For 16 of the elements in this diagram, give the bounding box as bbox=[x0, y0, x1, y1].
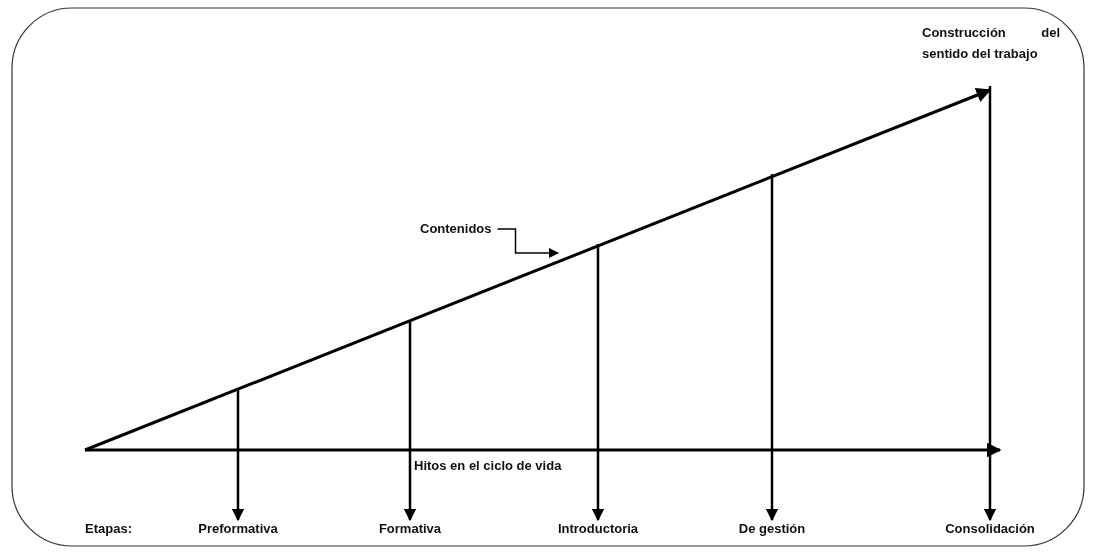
stage-label: Consolidación bbox=[945, 521, 1035, 537]
stage-label: Introductoria bbox=[557, 521, 639, 537]
leader-arrow bbox=[496, 228, 560, 259]
line-label: Contenidos bbox=[420, 221, 492, 237]
arrow bbox=[84, 88, 992, 452]
arrow bbox=[403, 320, 417, 522]
arrow-end-label: Construcción del sentido del trabajo bbox=[922, 22, 1060, 90]
arrow bbox=[983, 86, 997, 522]
stage-label: De gestión bbox=[738, 521, 806, 537]
row-label: Etapas: bbox=[85, 521, 132, 537]
arrow bbox=[765, 174, 779, 522]
stage-label: Preformativa bbox=[198, 521, 278, 537]
arrow bbox=[231, 389, 245, 522]
stage-label: Formativa bbox=[378, 521, 442, 537]
arrow bbox=[591, 244, 605, 522]
axis-label: Hitos en el ciclo de vida bbox=[414, 458, 562, 474]
